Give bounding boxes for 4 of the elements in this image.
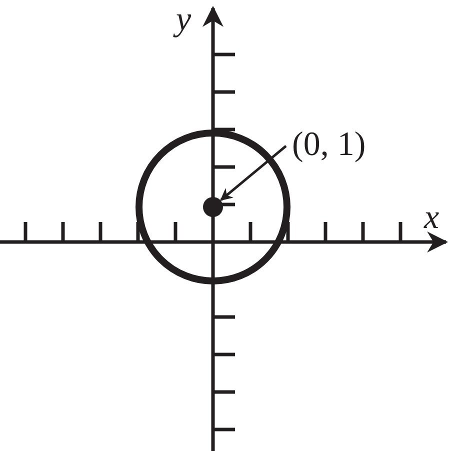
- point-label: (0, 1): [292, 128, 366, 162]
- axis-label: x: [424, 201, 440, 235]
- point-dot: [203, 197, 223, 217]
- leader-arrow: [220, 145, 287, 201]
